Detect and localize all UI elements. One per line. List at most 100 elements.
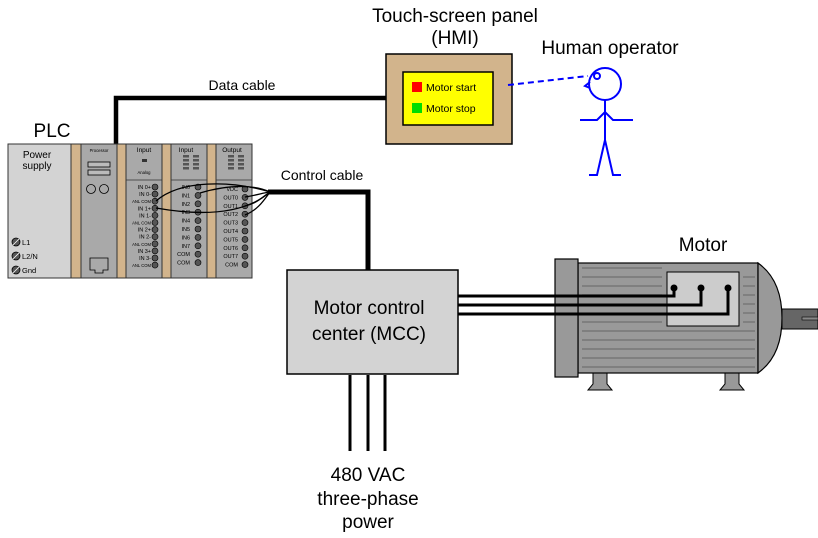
line-of-sight bbox=[507, 75, 589, 86]
motor-start-indicator bbox=[412, 82, 422, 92]
terminal-label: ANL COM bbox=[132, 242, 151, 247]
digital-input-leds bbox=[183, 155, 199, 170]
terminal-screw-icon bbox=[241, 194, 249, 201]
power-feed-conductors bbox=[348, 375, 387, 451]
terminal-screw-icon bbox=[151, 233, 159, 240]
terminal-label: OUT1 bbox=[223, 204, 238, 210]
terminal-label: IN4 bbox=[181, 219, 190, 225]
terminal-screw-icon bbox=[151, 219, 159, 226]
motor-cooling-fins bbox=[582, 267, 755, 368]
terminal-screw-icon bbox=[151, 212, 159, 219]
rack-spacer bbox=[161, 143, 172, 279]
terminal-screw-icon bbox=[151, 190, 159, 198]
motor-start-button[interactable]: Motor start bbox=[412, 82, 476, 94]
terminal-label: IN3 bbox=[181, 210, 190, 216]
shaft-keyway bbox=[801, 316, 818, 321]
terminal-label: IN7 bbox=[181, 244, 190, 250]
terminal-screw-icon bbox=[151, 240, 159, 248]
terminal-screw-icon bbox=[151, 226, 159, 233]
ethernet-port-icon bbox=[89, 257, 109, 274]
motor-flange bbox=[554, 258, 579, 378]
processor-slot bbox=[87, 161, 111, 168]
processor-slot bbox=[87, 169, 111, 176]
power-label-line2: three-phase bbox=[317, 489, 418, 510]
digital-output-leds bbox=[228, 155, 244, 170]
processor-title: Processor bbox=[90, 148, 109, 153]
terminal-label: VDC bbox=[226, 187, 238, 193]
terminal-screw-icon bbox=[194, 200, 202, 208]
terminal-label: OUT3 bbox=[223, 221, 238, 227]
hmi-screen bbox=[402, 71, 494, 126]
terminal-label: IN0 bbox=[181, 185, 190, 191]
operator-head bbox=[588, 67, 622, 101]
terminal-label: IN 3+ bbox=[138, 249, 151, 255]
terminal-screw-icon bbox=[151, 247, 159, 255]
terminal-label: ANL COM bbox=[132, 263, 151, 268]
terminal-l1: L1 bbox=[22, 238, 30, 247]
operator-arms bbox=[580, 110, 633, 121]
terminal-label: IN 0+ bbox=[138, 185, 151, 191]
analog-input-title: Input bbox=[137, 147, 152, 154]
terminal-screw-icon bbox=[194, 250, 202, 258]
motor-start-label: Motor start bbox=[426, 82, 476, 94]
terminal-screw-icon bbox=[194, 225, 202, 233]
power-supply-title2: supply bbox=[23, 161, 52, 172]
terminal-label: OUT5 bbox=[223, 237, 238, 243]
rack-spacer bbox=[206, 143, 217, 279]
terminal-label: IN 1+ bbox=[138, 206, 151, 212]
control-cable bbox=[268, 189, 371, 270]
control-cable-label: Control cable bbox=[281, 167, 364, 183]
terminal-label: IN 1- bbox=[139, 213, 151, 219]
terminal-screw-icon bbox=[151, 261, 159, 269]
analog-indicator bbox=[142, 159, 147, 162]
motor-shaft bbox=[781, 308, 818, 330]
terminal-label: OUT4 bbox=[223, 229, 238, 235]
terminal-screw-icon bbox=[194, 259, 202, 266]
terminal-screw-icon bbox=[241, 252, 249, 260]
terminal-screw-icon bbox=[194, 217, 202, 224]
motor-stop-button[interactable]: Motor stop bbox=[412, 103, 476, 115]
motor-stop-indicator bbox=[412, 103, 422, 113]
power-label-line3: power bbox=[342, 512, 394, 533]
terminal-label: IN5 bbox=[181, 227, 190, 233]
terminal-screw-icon bbox=[151, 197, 159, 205]
motor bbox=[554, 258, 818, 391]
terminal-label: OUT7 bbox=[223, 254, 238, 260]
terminal-screw-icon bbox=[194, 242, 202, 250]
motor-end-cap bbox=[757, 261, 783, 375]
terminal-screw-icon bbox=[241, 236, 249, 243]
mcc-label-line1: Motor control bbox=[314, 298, 425, 319]
terminal-screw-icon bbox=[151, 254, 159, 262]
terminal-label: COM bbox=[225, 263, 238, 269]
terminal-label: IN2 bbox=[181, 202, 190, 208]
terminal-screw-icon bbox=[241, 261, 249, 268]
terminal-screw-icon bbox=[194, 234, 202, 241]
terminal-screw-icon bbox=[241, 227, 249, 235]
terminal-screw-icon bbox=[241, 219, 249, 226]
motor-foot bbox=[718, 372, 746, 391]
mcc-label-line2: center (MCC) bbox=[312, 324, 426, 345]
mcc-box bbox=[286, 269, 459, 375]
terminal-label: IN6 bbox=[181, 235, 190, 241]
motor-foot bbox=[586, 372, 614, 391]
operator-eye bbox=[593, 72, 601, 80]
hmi-panel: Motor start Motor stop bbox=[385, 53, 513, 145]
digital-input-title: Input bbox=[179, 147, 194, 154]
hmi-title-line2: (HMI) bbox=[431, 28, 478, 49]
terminal-label: OUT6 bbox=[223, 246, 238, 252]
power-label-line1: 480 VAC bbox=[331, 465, 406, 486]
terminal-label: IN 2- bbox=[139, 235, 151, 241]
power-supply-title1: Power bbox=[23, 150, 52, 161]
motor-label: Motor bbox=[679, 235, 728, 256]
terminal-screw-icon bbox=[241, 244, 249, 252]
motor-terminal-dots bbox=[670, 284, 732, 292]
motor-stop-label: Motor stop bbox=[426, 103, 476, 115]
terminal-label: OUT2 bbox=[223, 212, 238, 218]
terminal-screw-icon bbox=[194, 192, 202, 199]
terminal-label: COM bbox=[177, 261, 190, 267]
terminal-label: IN1 bbox=[181, 193, 190, 199]
analog-subtitle: Analog bbox=[137, 170, 151, 175]
